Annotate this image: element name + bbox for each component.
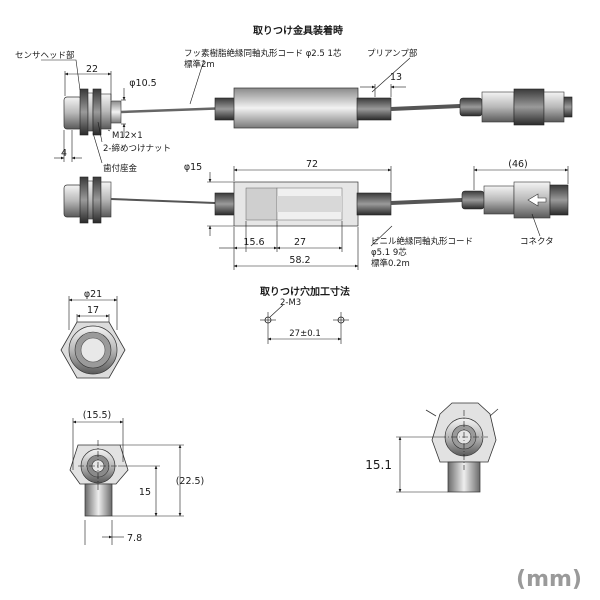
label-vinyl-std: 標準0.2m — [371, 258, 410, 269]
fluoro-cable-side — [110, 198, 216, 204]
connector-top — [459, 88, 573, 126]
preamp-top — [214, 87, 392, 129]
dim-151: 15.1 — [365, 458, 392, 472]
label-fluoro-cable: フッ素樹脂絶縁同軸丸形コード φ2.5 1芯 — [184, 48, 342, 59]
preamp-side — [214, 181, 392, 227]
sensor-head-top — [63, 88, 122, 136]
unit-label: (mm) — [516, 567, 582, 592]
front-view — [60, 321, 126, 379]
dim-phi21: φ21 — [84, 289, 102, 300]
mount-title: 取りつけ金具装着時 — [253, 24, 343, 37]
bracket-view-left — [69, 444, 129, 517]
bracket-view-right — [425, 402, 499, 493]
sensor-head-side — [63, 176, 112, 224]
dim-225: (22.5) — [176, 476, 205, 487]
label-m12: M12×1 — [112, 131, 143, 141]
dim-15: 15 — [139, 487, 151, 498]
label-sensor-head: センサヘッド部 — [15, 50, 75, 61]
label-fluoro-std: 標準2m — [184, 59, 215, 70]
hole-drawing — [264, 316, 345, 324]
label-connector: コネクタ — [520, 237, 554, 247]
label-bracket: 歯付座金 — [103, 163, 138, 174]
dim-phi105: φ10.5 — [129, 78, 156, 89]
label-vinyl-spec: φ5.1 9芯 — [371, 247, 407, 258]
dim-155: (15.5) — [83, 410, 112, 421]
connector-side — [461, 181, 569, 219]
dim-27-tol: 27±0.1 — [289, 329, 320, 339]
fluoro-cable — [120, 106, 231, 114]
dim-17: 17 — [87, 305, 99, 316]
dim-156: 15.6 — [243, 237, 264, 248]
label-preamp: プリアンプ部 — [367, 48, 418, 59]
vinyl-cable-top — [390, 104, 461, 111]
hole-title: 取りつけ穴加工寸法 — [260, 285, 350, 298]
dim-phi15: φ15 — [184, 162, 202, 173]
dim-78: 7.8 — [127, 533, 142, 544]
label-vinyl-cable: ビニル絶縁同軸丸形コード — [371, 236, 473, 247]
dim-4: 4 — [61, 148, 67, 159]
label-2m3: 2-M3 — [280, 298, 301, 308]
vinyl-cable-side — [390, 198, 463, 205]
dim-27: 27 — [294, 237, 306, 248]
dim-13: 13 — [390, 72, 402, 83]
dim-22: 22 — [86, 64, 98, 75]
dim-46: (46) — [508, 159, 528, 170]
dim-582: 58.2 — [289, 255, 310, 266]
dim-72: 72 — [306, 159, 318, 170]
label-nut: 2-締めつけナット — [103, 143, 171, 154]
